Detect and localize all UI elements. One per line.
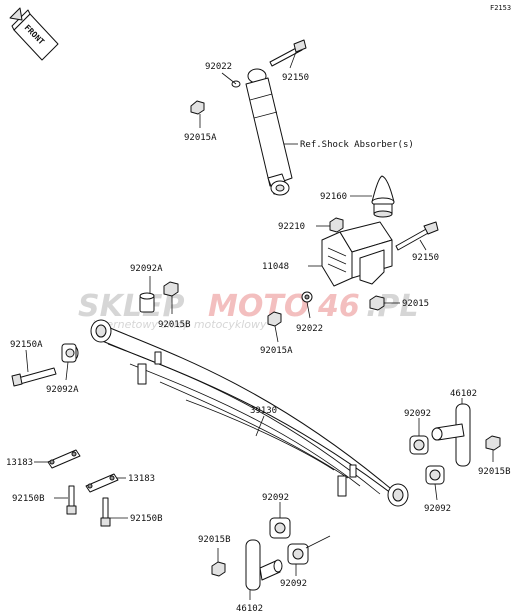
bushing-92092-bottom-upper	[269, 517, 291, 539]
link-plate-13183-right	[85, 473, 119, 493]
bolt-92150-mid	[395, 221, 439, 251]
label-92150-top: 92150	[282, 73, 309, 83]
nut-92210	[329, 217, 344, 233]
bolt-92150a	[11, 367, 57, 387]
label-92015b-right: 92015B	[478, 467, 511, 477]
nut-92015b-bottom	[211, 561, 226, 577]
bolt-92150b-right	[100, 497, 111, 527]
label-92092a-top: 92092A	[130, 264, 163, 274]
label-92092a-left: 92092A	[46, 385, 79, 395]
label-92022-top: 92022	[205, 62, 232, 72]
bushing-92092-bottom-lower	[287, 535, 331, 565]
label-11048: 11048	[262, 262, 289, 272]
bushing-92092a-left	[61, 343, 79, 363]
nut-92015a-top	[190, 100, 205, 115]
label-39130: 39130	[250, 406, 277, 416]
label-13183-right: 13183	[128, 474, 155, 484]
bracket-11048	[321, 221, 393, 287]
watermark-subtitle: internetowy sklep motocyklowy	[92, 318, 267, 331]
leaf-spring-39130	[90, 319, 409, 507]
label-92092-bottom-lower: 92092	[280, 579, 307, 589]
label-92160: 92160	[320, 192, 347, 202]
nut-92015a-mid	[267, 311, 282, 327]
label-92022-mid: 92022	[296, 324, 323, 334]
label-92015b-bottom: 92015B	[198, 535, 231, 545]
watermark-number: 46	[317, 289, 360, 324]
shackle-46102-right	[431, 403, 471, 467]
label-46102-right: 46102	[450, 389, 477, 399]
shackle-46102-bottom	[245, 539, 283, 591]
label-92092-right-upper: 92092	[404, 409, 431, 419]
label-92015b-left: 92015B	[158, 320, 191, 330]
label-92015-mid: 92015	[402, 299, 429, 309]
nut-92015b-left	[163, 281, 179, 297]
label-92092-right-lower: 92092	[424, 504, 451, 514]
link-plate-13183-left	[47, 449, 81, 469]
bushing-92092-right-upper	[409, 435, 429, 455]
bolt-92150b-left	[66, 485, 77, 515]
label-92015a-top: 92015A	[184, 133, 217, 143]
watermark-brand: MOTO	[208, 289, 309, 324]
label-92150-mid: 92150	[412, 253, 439, 263]
label-92150b-right: 92150B	[130, 514, 163, 524]
shock-absorber	[245, 68, 293, 196]
nut-92015-mid	[369, 295, 385, 311]
label-ref-shock-absorber: Ref.Shock Absorber(s)	[300, 140, 414, 150]
diagram-code: F2153	[490, 4, 511, 12]
label-92092-bottom-upper: 92092	[262, 493, 289, 503]
bump-stop-92160	[371, 175, 395, 218]
bushing-92092a-top	[139, 292, 155, 313]
label-92210: 92210	[278, 222, 305, 232]
front-direction-badge: FRONT	[9, 7, 59, 61]
bushing-92092-right-lower	[425, 465, 445, 485]
bolt-92150-top	[269, 39, 307, 67]
label-46102-bottom: 46102	[236, 604, 263, 614]
label-92015a-mid: 92015A	[260, 346, 293, 356]
label-92150b-left: 92150B	[12, 494, 45, 504]
nut-92015b-right	[485, 435, 501, 451]
label-92150a: 92150A	[10, 340, 43, 350]
label-13183-left: 13183	[6, 458, 33, 468]
watermark: SKLEP MOTO 46 .PL internetowy sklep moto…	[78, 289, 419, 331]
